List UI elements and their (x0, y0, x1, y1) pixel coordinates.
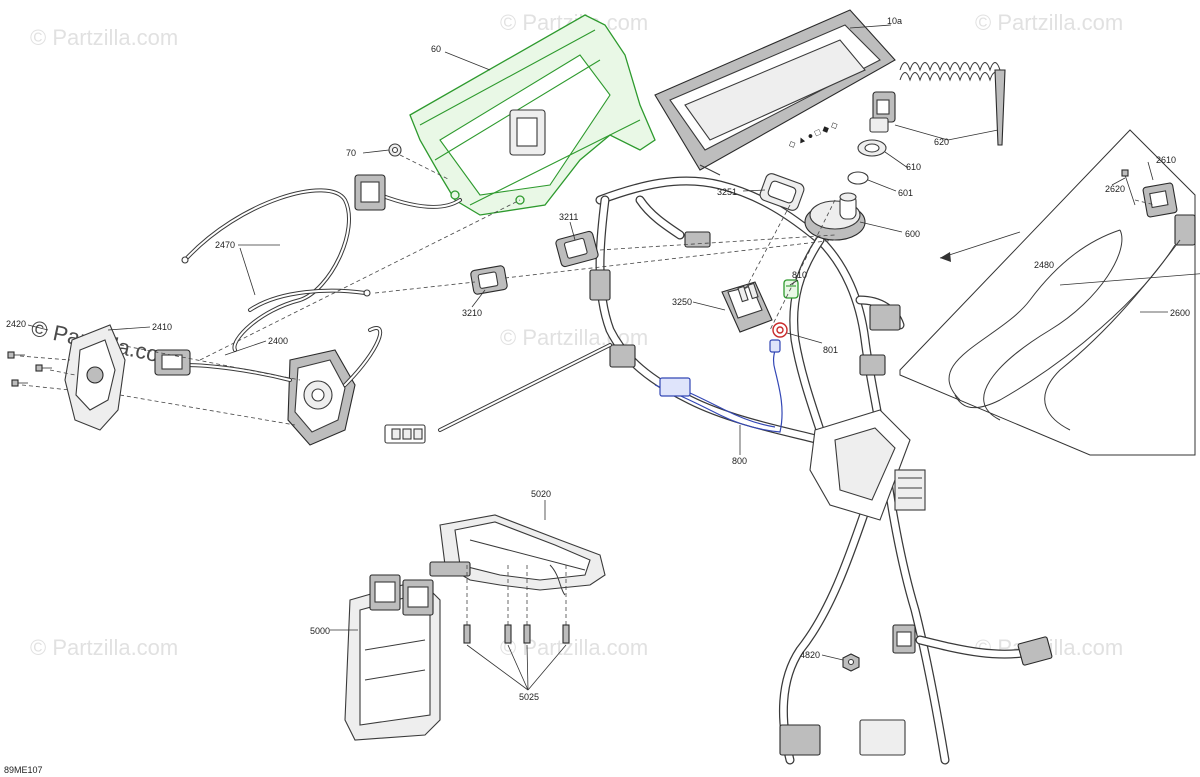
callout-4820[interactable]: 4820 (800, 650, 820, 660)
part-60-support-bracket[interactable] (409, 14, 656, 216)
callout-810[interactable]: 810 (792, 270, 807, 280)
callout-5020[interactable]: 5020 (531, 489, 551, 499)
callout-3211[interactable]: 3211 (559, 212, 578, 222)
leader-lines (19, 24, 1200, 691)
part-620-lanyard-key[interactable] (869, 62, 1006, 146)
part-3210-switch[interactable] (470, 265, 508, 295)
part-3250-switch[interactable] (721, 281, 773, 333)
part-2410-switch-housing[interactable] (64, 324, 126, 431)
part-2420-screws[interactable] (7, 351, 52, 387)
callout-620[interactable]: 620 (934, 137, 949, 147)
callout-600[interactable]: 600 (905, 229, 920, 239)
part-10a-instrument-cluster[interactable]: ◇ ▲ ● □ ◆ ◇ (654, 9, 896, 176)
callout-2410[interactable]: 2410 (152, 322, 172, 332)
part-2400-switch-assembly[interactable] (154, 326, 383, 446)
part-4820-nut[interactable] (842, 653, 860, 672)
part-610-nut[interactable] (857, 139, 887, 157)
callout-5025[interactable]: 5025 (519, 692, 539, 702)
callout-800[interactable]: 800 (732, 456, 747, 466)
callout-601[interactable]: 601 (898, 188, 913, 198)
callout-3251[interactable]: 3251 (717, 187, 737, 197)
part-2620-screw[interactable] (1121, 169, 1136, 206)
part-601-washer[interactable] (847, 171, 869, 185)
svg-text:◇ ▲ ● □ ◆ ◇: ◇ ▲ ● □ ◆ ◇ (787, 119, 840, 150)
inset-panel (899, 129, 1196, 456)
part-70-fastener[interactable] (388, 143, 402, 157)
watermark: © Partzilla.com (30, 25, 178, 50)
part-2470-cable[interactable] (181, 174, 462, 352)
callout-3210[interactable]: 3210 (462, 308, 482, 318)
watermark: © Partzilla.com (975, 10, 1123, 35)
part-2480-cable[interactable] (948, 229, 1123, 421)
callout-labels: 10a 60 70 620 610 601 600 3251 3211 2470… (4, 16, 1190, 775)
part-2610-connector[interactable] (1142, 182, 1178, 218)
callout-2480[interactable]: 2480 (1034, 260, 1054, 270)
watermark: © Partzilla.com (30, 635, 178, 660)
part-3251-bezel[interactable] (758, 172, 805, 212)
callout-610[interactable]: 610 (906, 162, 921, 172)
callout-10a[interactable]: 10a (887, 16, 902, 26)
diagram-id: 89ME107 (4, 765, 43, 775)
callout-2620[interactable]: 2620 (1105, 184, 1125, 194)
callout-801[interactable]: 801 (823, 345, 838, 355)
callout-70[interactable]: 70 (346, 148, 356, 158)
callout-2600[interactable]: 2600 (1170, 308, 1190, 318)
part-600-key-switch[interactable] (804, 192, 866, 241)
part-5000-ecu[interactable] (344, 574, 441, 741)
callout-5000[interactable]: 5000 (310, 626, 330, 636)
part-2600-harness[interactable] (954, 214, 1196, 431)
watermark: © Partzilla.com (500, 635, 648, 660)
part-3211-switch[interactable] (555, 230, 599, 268)
callout-2610[interactable]: 2610 (1156, 155, 1176, 165)
callout-2400[interactable]: 2400 (268, 336, 288, 346)
callout-2420[interactable]: 2420 (6, 319, 26, 329)
callout-3250[interactable]: 3250 (672, 297, 692, 307)
part-800-sub-harness[interactable] (654, 339, 783, 433)
part-5025-screws[interactable] (463, 565, 570, 644)
main-harness (384, 176, 1053, 765)
part-810-relay[interactable] (783, 279, 799, 299)
part-801-fuse[interactable] (772, 322, 788, 338)
callout-60[interactable]: 60 (431, 44, 441, 54)
callout-2470[interactable]: 2470 (215, 240, 235, 250)
part-5020-ecu-cover[interactable] (429, 514, 606, 596)
